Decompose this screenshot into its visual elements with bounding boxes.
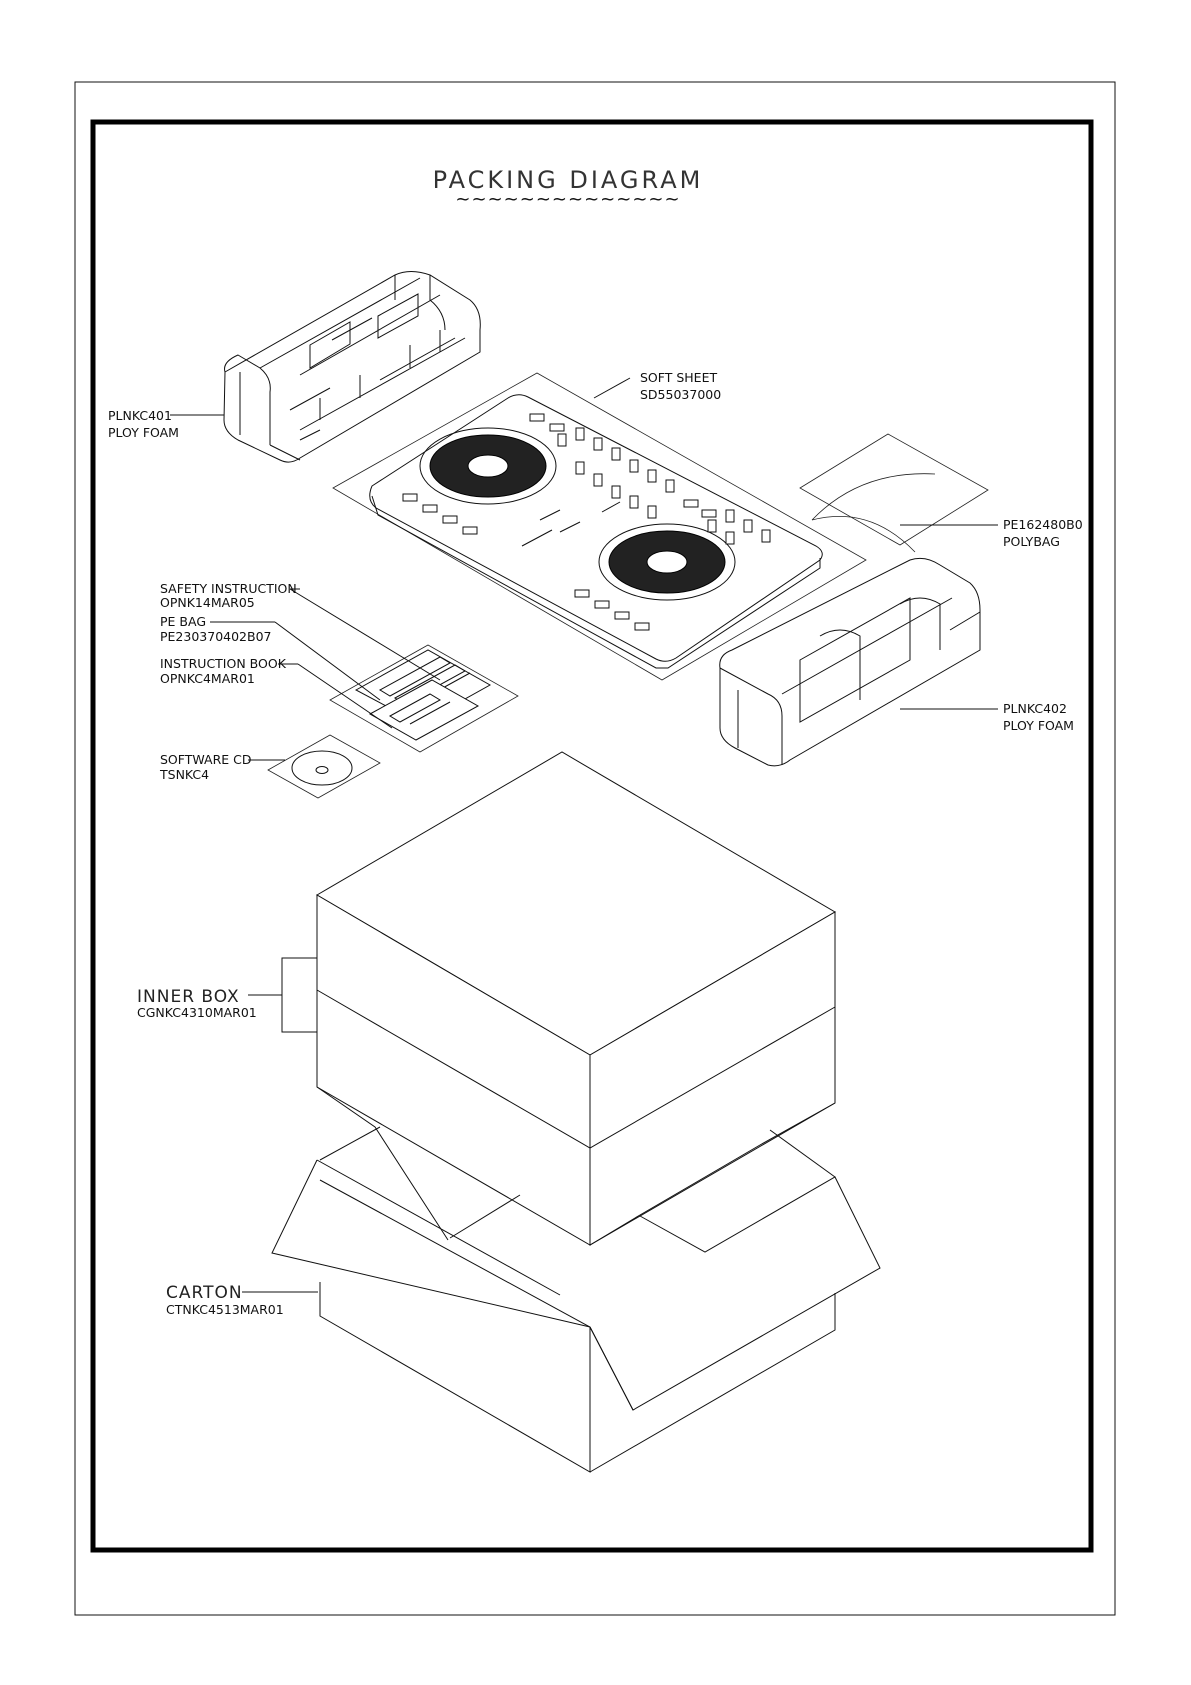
safety-code: OPNK14MAR05 [160,595,255,610]
soft-sheet-code: SD55037000 [640,387,721,402]
left-foam-illustration [224,272,480,463]
carton-name: CARTON [166,1283,243,1303]
foam-left-desc: PLOY FOAM [108,425,179,440]
inner-box-bracket [282,958,317,1032]
soft-sheet-name: SOFT SHEET [640,370,717,385]
foam-right-desc: PLOY FOAM [1003,718,1074,733]
instruction-code: OPNKC4MAR01 [160,671,255,686]
pe-bag-name: PE BAG [160,614,206,629]
instruction-documents-illustration [330,645,518,752]
software-cd-code: TSNKC4 [159,767,209,782]
software-cd-illustration [268,735,380,798]
title-underline: ~~~~~~~~~~~~~~ [455,189,680,210]
pe-bag-code: PE230370402B07 [160,629,272,644]
inner-box-code: CGNKC4310MAR01 [137,1005,257,1020]
carton-code: CTNKC4513MAR01 [166,1302,284,1317]
leader-soft-sheet [594,378,630,398]
polybag-desc: POLYBAG [1003,534,1060,549]
polybag-illustration [800,434,988,552]
instruction-name: INSTRUCTION BOOK [160,656,287,671]
foam-left-code: PLNKC401 [108,408,172,423]
foam-right-code: PLNKC402 [1003,701,1067,716]
leader-safety [290,589,440,680]
inner-box-illustration [317,752,835,1245]
software-cd-name: SOFTWARE CD [160,752,252,767]
inner-box-name: INNER BOX [137,987,240,1007]
safety-name: SAFETY INSTRUCTION [160,581,297,596]
polybag-code: PE162480B0 [1003,517,1083,532]
dj-controller-illustration [370,395,823,668]
